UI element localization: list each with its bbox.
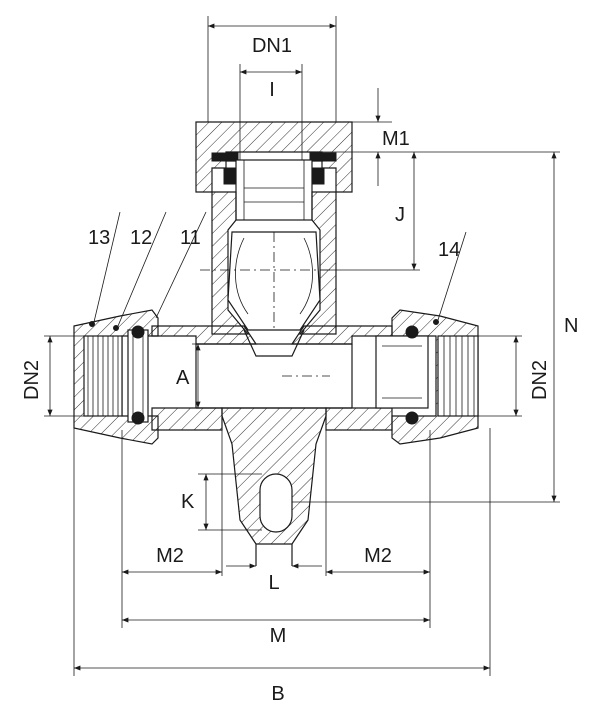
label-a: A — [176, 367, 190, 389]
part-leaders — [93, 211, 467, 327]
label-i: I — [269, 79, 275, 101]
label-part-11: 11 — [180, 227, 201, 249]
label-dn1: DN1 — [252, 35, 292, 57]
left-fitting — [73, 309, 159, 445]
label-b: B — [271, 683, 284, 705]
label-m2-right: M2 — [364, 545, 392, 567]
label-k: K — [181, 491, 195, 513]
label-part-12: 12 — [130, 227, 152, 249]
bottom-tab — [221, 407, 327, 566]
label-n: N — [564, 315, 578, 337]
label-m2-left: M2 — [156, 545, 184, 567]
ball-housing — [200, 191, 337, 357]
label-m: M — [270, 625, 287, 647]
label-dn2-left: DN2 — [21, 360, 43, 400]
label-dn2-right: DN2 — [529, 360, 551, 400]
right-fitting — [375, 309, 479, 445]
label-j: J — [395, 204, 405, 226]
label-part-14: 14 — [438, 239, 460, 261]
label-l: L — [268, 572, 279, 594]
right-thread — [437, 335, 479, 417]
left-thread — [83, 335, 123, 417]
dimension-lines — [44, 16, 560, 676]
label-m1: M1 — [382, 128, 410, 150]
label-part-13: 13 — [88, 227, 110, 249]
valve-stem — [223, 159, 325, 221]
